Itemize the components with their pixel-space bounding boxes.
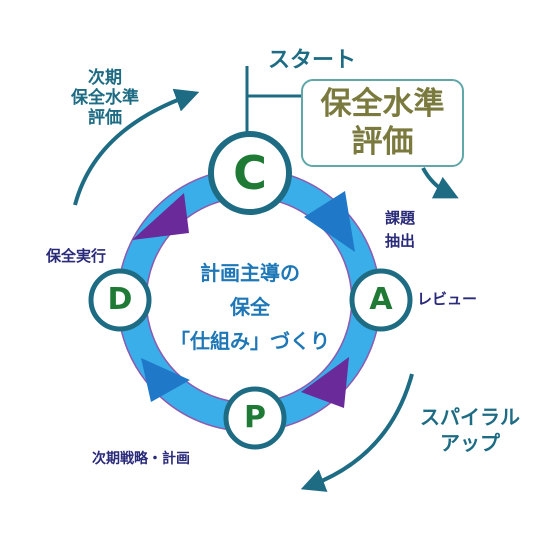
- main-eval-line1: 保全水準: [320, 86, 445, 122]
- center-line1: 計画主導の: [200, 261, 300, 285]
- issue-line2: 抽出: [385, 232, 416, 250]
- center-line2: 保全: [230, 295, 270, 319]
- start-label: スタート: [268, 48, 357, 73]
- node-p-circle: [223, 386, 287, 450]
- strategy-label: 次期戦略・計画: [92, 451, 190, 467]
- arrow-d-to-c: [132, 193, 189, 240]
- node-a-letter: A: [369, 282, 393, 317]
- arrow-a-to-p: [301, 357, 349, 408]
- next-eval-line3: 評価: [88, 108, 122, 128]
- review-label: レビュー: [417, 290, 478, 308]
- spiral-arrow: [300, 373, 414, 492]
- node-p-letter: P: [244, 400, 266, 435]
- main-eval-text: 保全水準 評価: [303, 85, 462, 161]
- arrow-p-to-d: [141, 358, 190, 402]
- execution-label: 保全実行: [46, 247, 107, 265]
- next-eval-line1: 次期: [88, 68, 122, 88]
- node-d-circle: [88, 268, 152, 332]
- main-eval-box: 保全水準 評価: [301, 79, 464, 167]
- node-c-letter: C: [233, 146, 267, 200]
- node-d-letter: D: [107, 282, 133, 317]
- issue-line1: 課題: [385, 209, 416, 227]
- node-a-circle: [349, 268, 413, 332]
- center-line3: 「仕組み」づくり: [170, 329, 330, 353]
- next-eval-arrow: [73, 88, 200, 206]
- spiral-line1: スパイラル: [420, 405, 520, 429]
- center-title: 計画主導の 保全 「仕組み」づくり: [170, 256, 330, 358]
- arrow-c-to-a: [304, 191, 355, 252]
- next-eval-label: 次期 保全水準 評価: [60, 68, 150, 128]
- issue-arrow: [421, 167, 459, 199]
- main-eval-line2: 評価: [351, 124, 414, 160]
- spiral-label: スパイラル アップ: [420, 404, 520, 456]
- spiral-line2: アップ: [440, 431, 500, 455]
- issue-label: 課題 抽出: [385, 207, 415, 253]
- node-c-circle: [208, 131, 292, 215]
- next-eval-line2: 保全水準: [71, 88, 139, 108]
